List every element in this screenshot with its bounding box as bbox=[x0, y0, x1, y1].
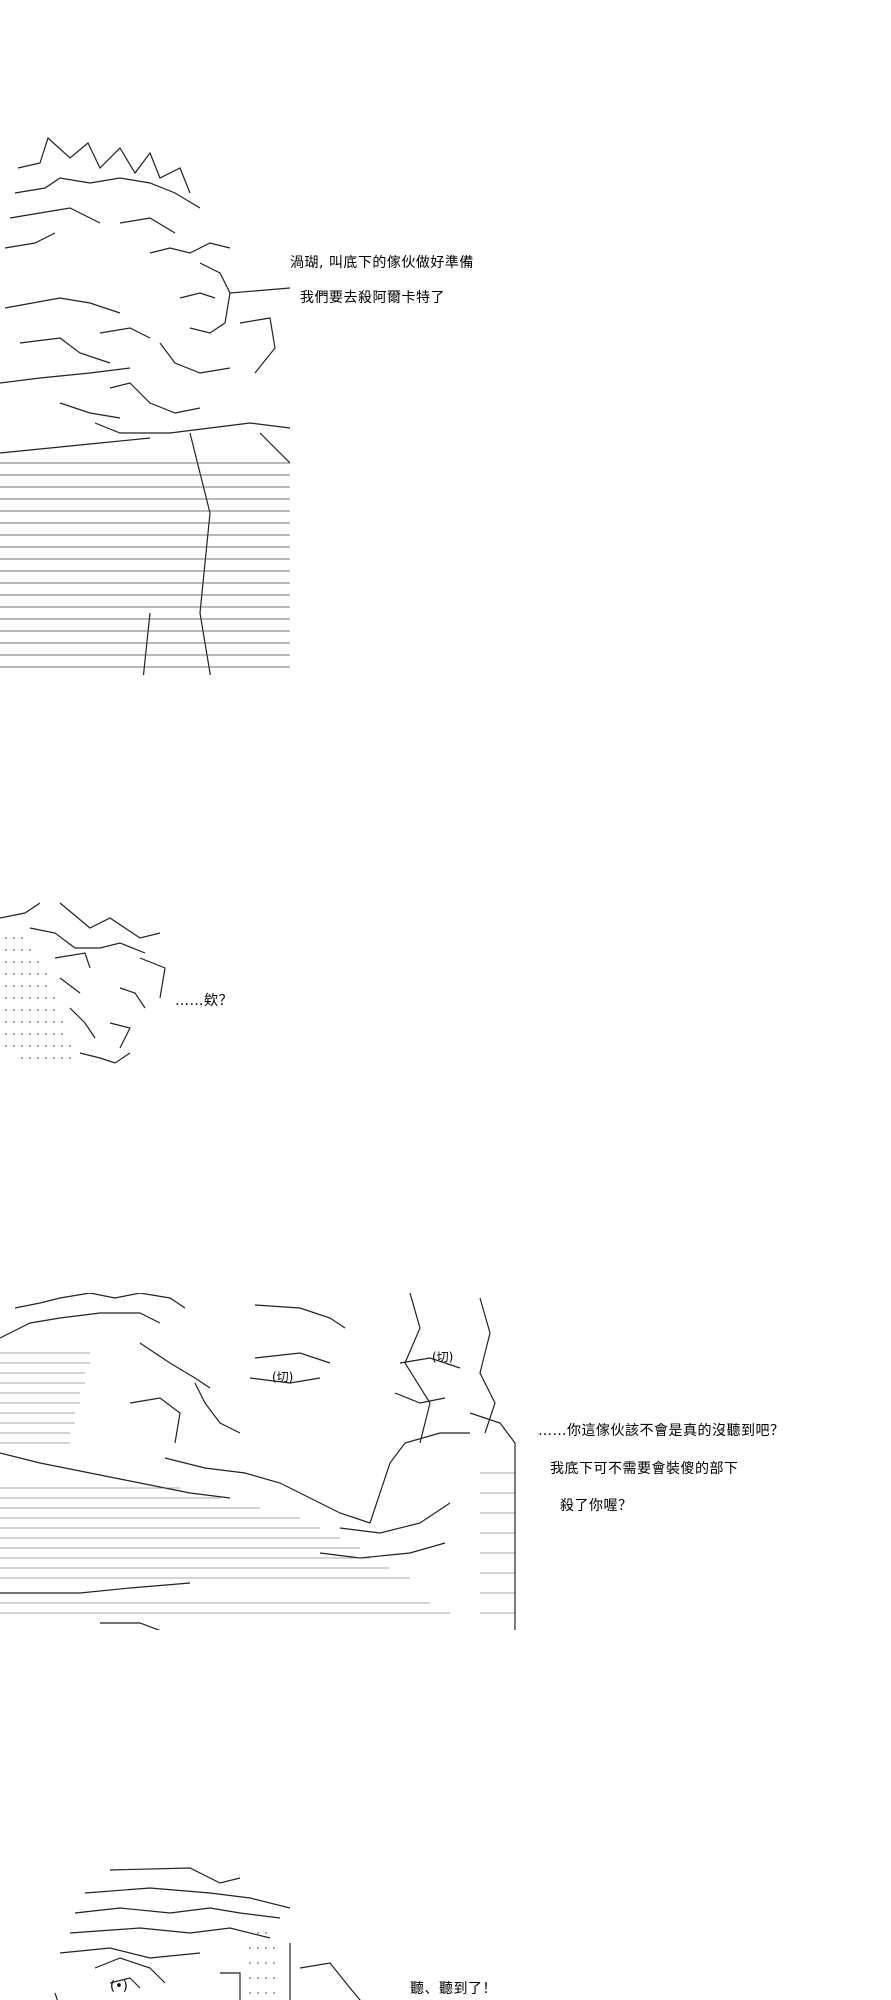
art-label-cut: (切) bbox=[432, 1350, 453, 1364]
panel-4: (•) 聽、聽到了！ bbox=[0, 1820, 891, 2000]
dialogue-line: 殺了你喔？ bbox=[560, 1498, 633, 1514]
ascii-art-figure-3: (切) (切) bbox=[0, 1293, 516, 1630]
dialogue-line: 聽、聽到了！ bbox=[410, 1981, 497, 1997]
ascii-art-figure-1 bbox=[0, 136, 290, 675]
dialogue-line: 我們要去殺阿爾卡特了 bbox=[300, 290, 445, 306]
panel-2: ……欸？ bbox=[0, 860, 891, 1070]
dialogue-line: 渦瑚, 叫底下的傢伙做好準備 bbox=[290, 255, 474, 271]
panel-3: (切) (切) ……你這傢伙該不會是真的沒聽到吧？ 我底下可不需要會裝傻的部下 … bbox=[0, 1255, 891, 1630]
ascii-art-man-glaring: (切) (切) bbox=[0, 1255, 530, 1630]
ascii-art-man-pointing bbox=[0, 95, 290, 675]
ascii-art-figure-2 bbox=[0, 902, 166, 1064]
dialogue-line: 我底下可不需要會裝傻的部下 bbox=[550, 1461, 739, 1477]
ascii-art-subordinate bbox=[0, 860, 180, 1070]
art-label-cut: (切) bbox=[272, 1370, 293, 1384]
panel-1: 渦瑚, 叫底下的傢伙做好準備 我們要去殺阿爾卡特了 bbox=[0, 95, 891, 675]
dialogue-line: ……欸？ bbox=[175, 993, 233, 1009]
art-label-eye: (•) bbox=[110, 1979, 128, 1994]
dialogue-line: ……你這傢伙該不會是真的沒聽到吧？ bbox=[538, 1423, 785, 1439]
ascii-art-subordinate-salute: (•) bbox=[0, 1820, 400, 2000]
ascii-art-figure-4: (•) bbox=[54, 1867, 361, 2000]
